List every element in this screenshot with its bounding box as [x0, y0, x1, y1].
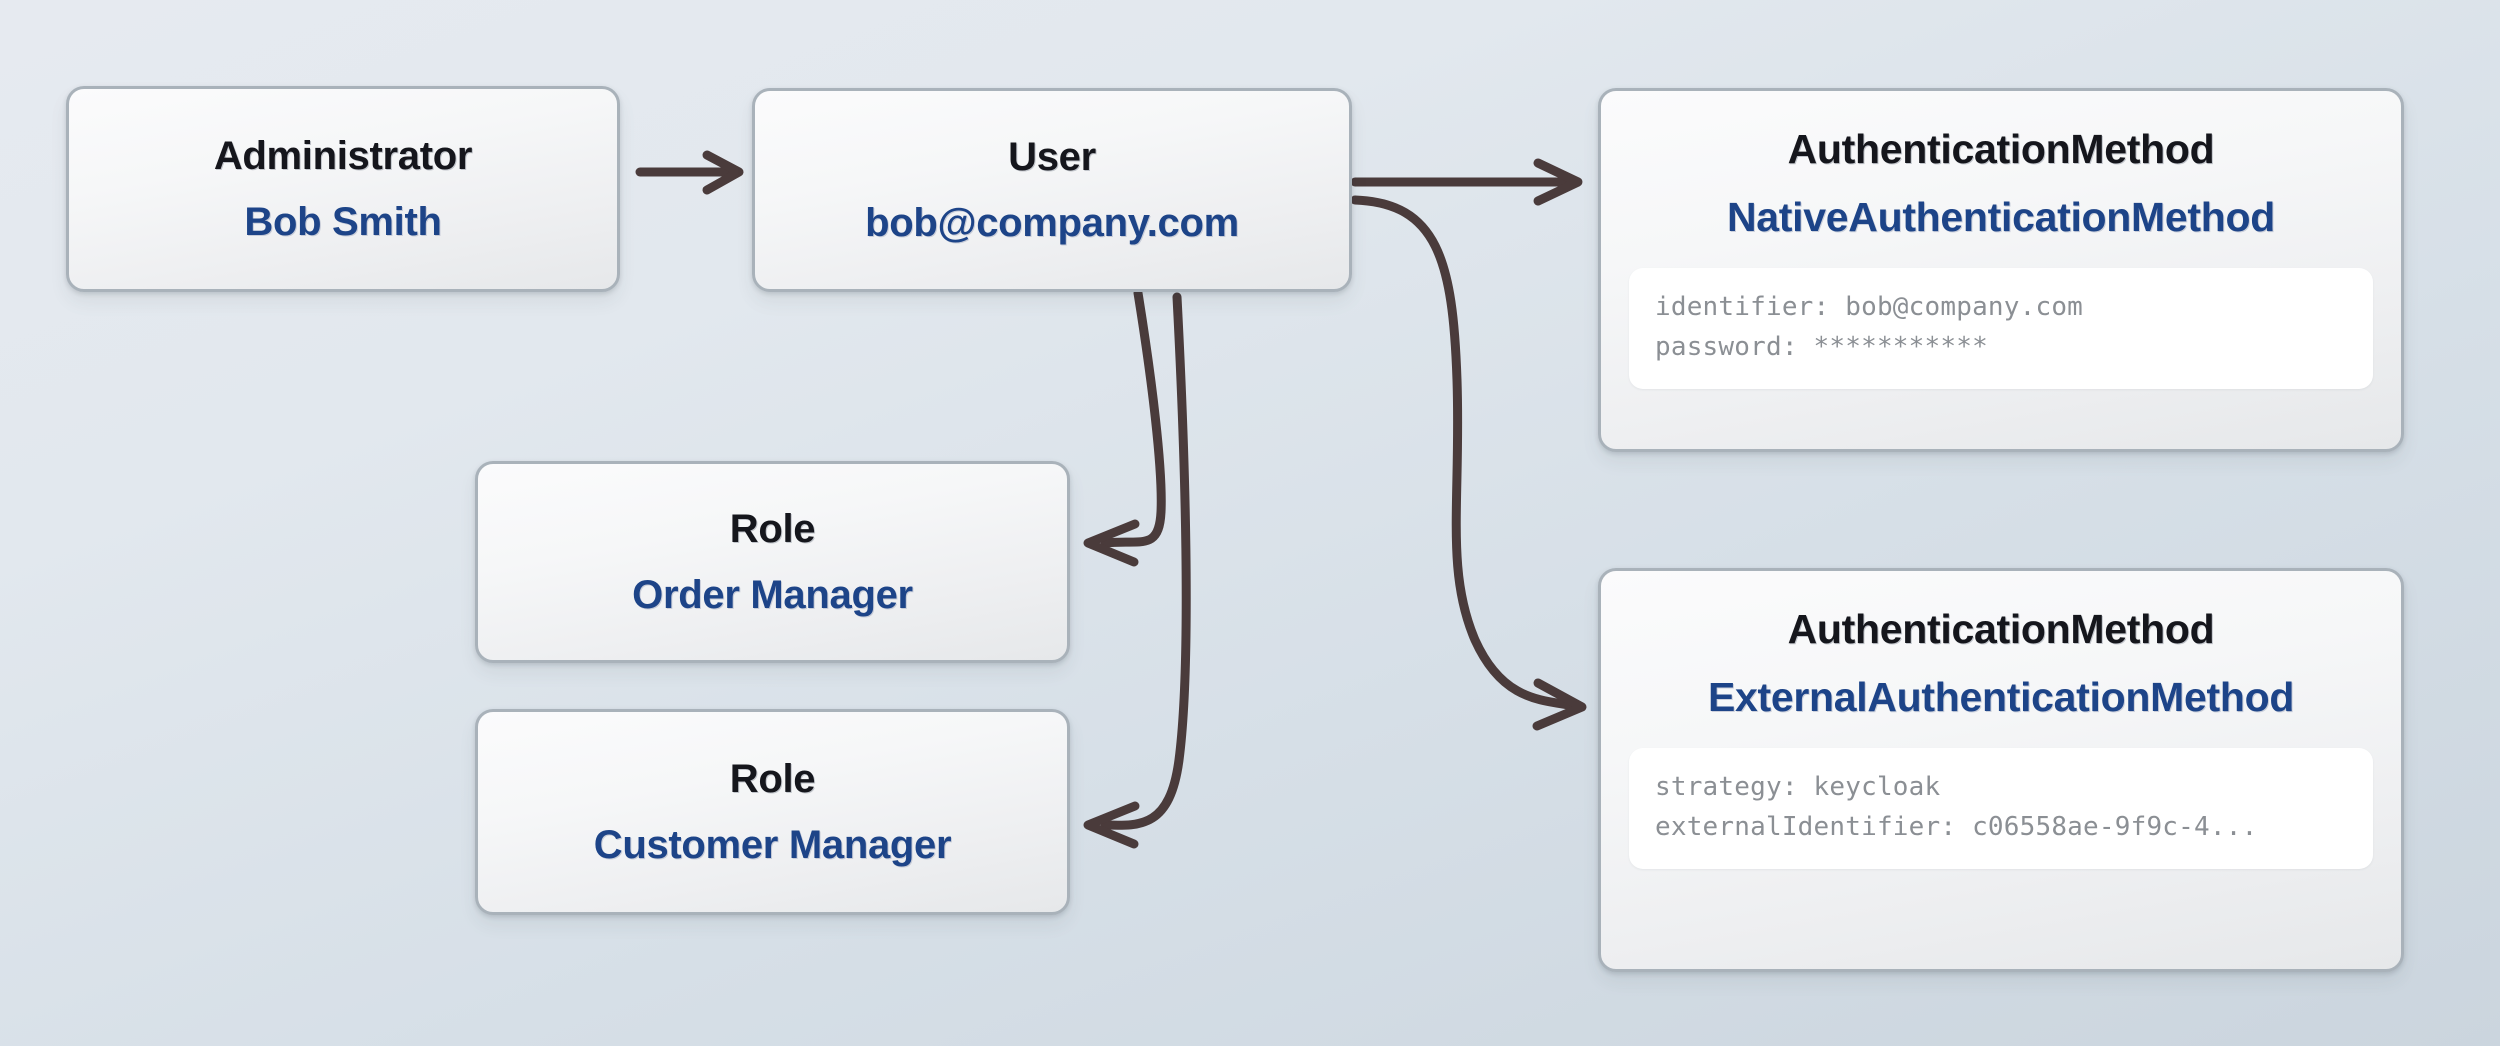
node-external-authentication-method-title: AuthenticationMethod	[1787, 606, 2215, 652]
arrow-user-to-role-order	[1083, 288, 1166, 567]
node-role-order-manager-subtitle: Order Manager	[632, 573, 913, 617]
node-administrator-subtitle: Bob Smith	[244, 200, 442, 244]
node-native-authentication-method-subtitle: NativeAuthenticationMethod	[1727, 194, 2275, 240]
node-role-customer-manager-title: Role	[729, 757, 816, 801]
node-native-authentication-method[interactable]: AuthenticationMethod NativeAuthenticatio…	[1598, 88, 2404, 452]
detail-strategy: strategy: keycloak	[1655, 772, 1941, 802]
node-administrator[interactable]: Administrator Bob Smith	[66, 86, 620, 292]
node-role-order-manager[interactable]: Role Order Manager	[475, 461, 1070, 663]
external-authentication-method-details: strategy: keycloak externalIdentifier: c…	[1629, 748, 2373, 870]
arrow-user-to-auth-native	[1350, 158, 1583, 206]
node-user-subtitle: bob@company.com	[865, 201, 1239, 245]
arrow-user-to-role-customer	[1083, 292, 1191, 849]
node-external-authentication-method-subtitle: ExternalAuthenticationMethod	[1707, 674, 2295, 720]
node-administrator-title: Administrator	[213, 134, 473, 178]
node-external-authentication-method[interactable]: AuthenticationMethod ExternalAuthenticat…	[1598, 568, 2404, 972]
arrow-user-to-auth-external	[1350, 195, 1587, 731]
node-native-authentication-method-title: AuthenticationMethod	[1787, 126, 2215, 172]
node-role-customer-manager-subtitle: Customer Manager	[593, 823, 952, 867]
arrow-administrator-to-user	[635, 150, 744, 195]
node-user-title: User	[1008, 135, 1096, 179]
node-role-order-manager-title: Role	[729, 507, 816, 551]
detail-password: password: ***********	[1655, 331, 1988, 362]
native-authentication-method-details: identifier: bob@company.com password: **…	[1629, 268, 2373, 390]
node-role-customer-manager[interactable]: Role Customer Manager	[475, 709, 1070, 915]
node-user[interactable]: User bob@company.com	[752, 88, 1352, 292]
detail-external-identifier: externalIdentifier: c06558ae-9f9c-4...	[1655, 811, 2258, 842]
detail-identifier: identifier: bob@company.com	[1655, 292, 2084, 322]
